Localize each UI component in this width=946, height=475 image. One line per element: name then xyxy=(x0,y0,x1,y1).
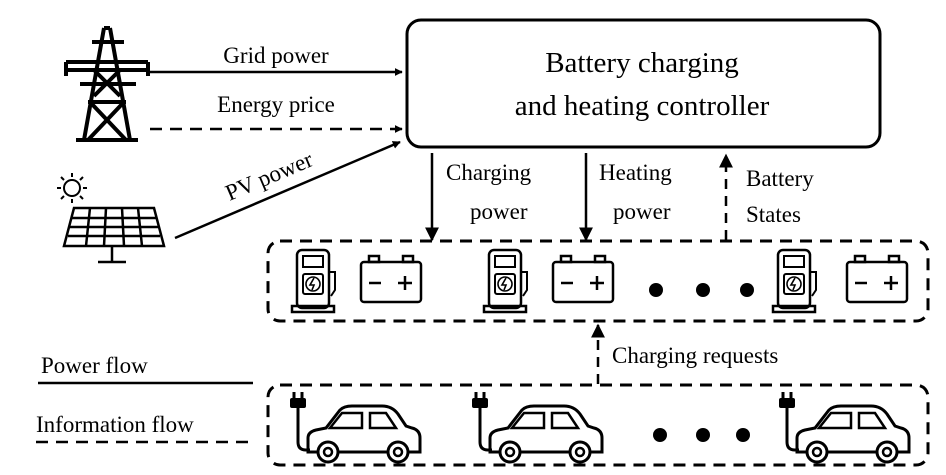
battery-states-label-1: Battery xyxy=(746,166,814,191)
car-icon xyxy=(470,390,604,464)
battery-states-label-2: States xyxy=(746,202,801,227)
charging-station-icon xyxy=(482,248,529,314)
legend-information-flow-label: Information flow xyxy=(36,412,194,437)
ellipsis-dots xyxy=(653,428,750,442)
controller-box xyxy=(405,18,882,149)
pv-power-arrow xyxy=(174,140,401,240)
battery-icon xyxy=(845,254,909,304)
sun-icon xyxy=(57,173,87,203)
charging-station-icon xyxy=(290,248,337,314)
legend-power-flow-label: Power flow xyxy=(41,353,148,378)
energy-price-label: Energy price xyxy=(217,92,335,117)
ellipsis-dots xyxy=(649,283,754,297)
car-icon xyxy=(288,390,422,464)
charging-requests-label: Charging requests xyxy=(612,343,778,368)
transmission-tower-icon xyxy=(64,26,150,142)
vehicles-box xyxy=(266,383,930,467)
heating-power-label-1: Heating xyxy=(599,160,672,185)
controller-title-line2: and heating controller xyxy=(515,90,770,122)
heating-power-label-2: power xyxy=(613,199,671,224)
charging-stations-box xyxy=(266,239,930,323)
grid-power-label: Grid power xyxy=(223,43,329,68)
charging-station-icon xyxy=(771,248,818,314)
car-icon xyxy=(777,390,911,464)
controller-title-line1: Battery charging xyxy=(545,47,739,79)
charging-power-label-1: Charging xyxy=(446,160,532,185)
solar-panel-icon xyxy=(62,206,166,264)
charging-power-label-2: power xyxy=(470,199,528,224)
battery-icon xyxy=(551,254,615,304)
battery-icon xyxy=(359,254,423,304)
